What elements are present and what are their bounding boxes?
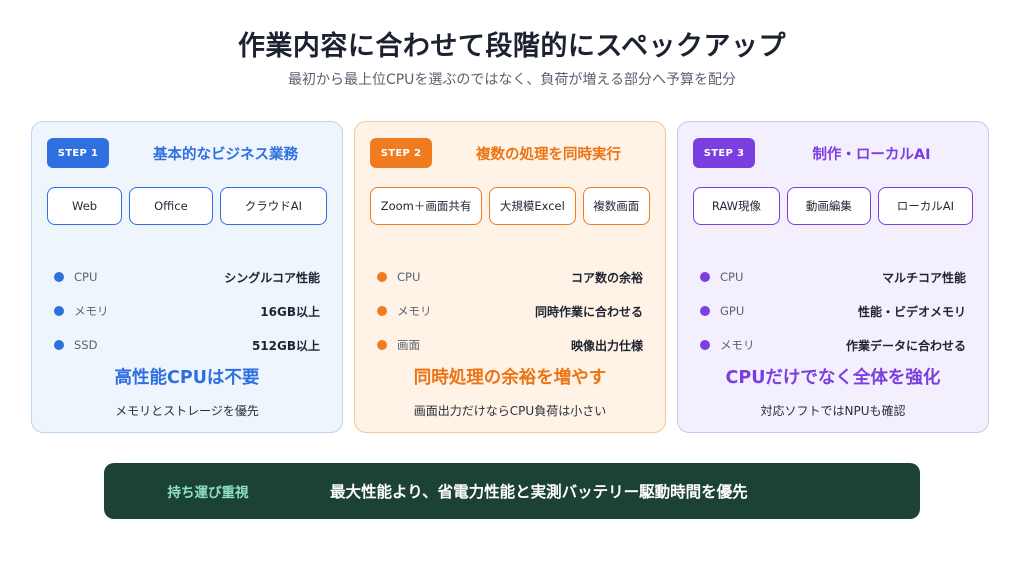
spec-value: 16GB以上 — [260, 304, 320, 319]
card-note: メモリとストレージを優先 — [115, 404, 259, 418]
card-note: 画面出力だけならCPU負荷は小さい — [413, 404, 607, 418]
spec-value: シングルコア性能 — [224, 270, 320, 285]
spec-label: SSD — [74, 338, 98, 352]
use-case-chip: 大規模Excel — [489, 187, 576, 225]
bullet-dot-icon — [54, 340, 64, 350]
use-case-chip: Zoom＋画面共有 — [370, 187, 483, 225]
step-card-1: STEP 1 基本的なビジネス業務 Web Office クラウドAI CPU … — [31, 121, 343, 433]
page-subtitle: 最初から最上位CPUを選ぶのではなく、負荷が増える部分へ予算を配分 — [287, 72, 737, 88]
use-case-chip: 動画編集 — [787, 187, 871, 225]
spec-label: CPU — [74, 270, 98, 284]
spec-row: 画面 映像出力仕様 — [377, 328, 643, 362]
spec-value: コア数の余裕 — [570, 270, 643, 285]
use-case-chips: Zoom＋画面共有 大規模Excel 複数画面 — [370, 187, 650, 225]
card-note: 対応ソフトではNPUも確認 — [760, 404, 906, 418]
use-case-chip: Office — [129, 187, 213, 225]
card-title: 制作・ローカルAI — [812, 146, 931, 163]
bullet-dot-icon — [700, 272, 710, 282]
spec-value: マルチコア性能 — [881, 270, 966, 285]
portability-banner: 持ち運び重視 最大性能より、省電力性能と実測バッテリー駆動時間を優先 — [104, 463, 920, 519]
card-headline: 高性能CPUは不要 — [114, 368, 260, 388]
spec-label: 画面 — [397, 338, 420, 352]
bullet-dot-icon — [377, 340, 387, 350]
spec-label: メモリ — [74, 304, 109, 318]
spec-list: CPU マルチコア性能 GPU 性能・ビデオメモリ メモリ 作業データに合わせる — [700, 260, 966, 362]
bullet-dot-icon — [377, 272, 387, 282]
use-case-chip: ローカルAI — [877, 187, 973, 225]
spec-row: CPU シングルコア性能 — [54, 260, 320, 294]
spec-label: メモリ — [720, 338, 755, 352]
step-card-3: STEP 3 制作・ローカルAI RAW現像 動画編集 ローカルAI CPU マ… — [677, 121, 989, 433]
banner-text: 最大性能より、省電力性能と実測バッテリー駆動時間を優先 — [330, 483, 748, 501]
card-title: 複数の処理を同時実行 — [476, 146, 621, 163]
spec-value: 512GB以上 — [251, 338, 320, 353]
spec-label: メモリ — [397, 304, 432, 318]
step-badge: STEP 1 — [47, 138, 109, 168]
spec-list: CPU コア数の余裕 メモリ 同時作業に合わせる 画面 映像出力仕様 — [377, 260, 643, 362]
use-case-chip: Web — [47, 187, 123, 225]
use-case-chip: RAW現像 — [693, 187, 780, 225]
use-case-chip: 複数画面 — [582, 187, 650, 225]
step-badge: STEP 3 — [693, 138, 755, 168]
bullet-dot-icon — [377, 306, 387, 316]
spec-value: 映像出力仕様 — [570, 338, 643, 353]
spec-label: CPU — [720, 270, 744, 284]
step-card-2: STEP 2 複数の処理を同時実行 Zoom＋画面共有 大規模Excel 複数画… — [354, 121, 666, 433]
spec-value: 同時作業に合わせる — [534, 304, 643, 319]
card-headline: 同時処理の余裕を増やす — [413, 368, 607, 388]
spec-row: SSD 512GB以上 — [54, 328, 320, 362]
use-case-chips: Web Office クラウドAI — [47, 187, 328, 225]
card-headline: CPUだけでなく全体を強化 — [725, 368, 941, 388]
step-badge: STEP 2 — [370, 138, 432, 168]
bullet-dot-icon — [700, 340, 710, 350]
bullet-dot-icon — [54, 272, 64, 282]
spec-value: 作業データに合わせる — [845, 338, 966, 353]
bullet-dot-icon — [700, 306, 710, 316]
card-title: 基本的なビジネス業務 — [153, 146, 298, 163]
spec-row: メモリ 同時作業に合わせる — [377, 294, 643, 328]
use-case-chip: クラウドAI — [219, 187, 328, 225]
spec-row: メモリ 作業データに合わせる — [700, 328, 966, 362]
bullet-dot-icon — [54, 306, 64, 316]
spec-list: CPU シングルコア性能 メモリ 16GB以上 SSD 512GB以上 — [54, 260, 320, 362]
banner-label: 持ち運び重視 — [167, 485, 249, 501]
use-case-chips: RAW現像 動画編集 ローカルAI — [693, 187, 973, 225]
page-title: 作業内容に合わせて段階的にスペックアップ — [237, 31, 787, 62]
spec-row: CPU コア数の余裕 — [377, 260, 643, 294]
spec-row: メモリ 16GB以上 — [54, 294, 320, 328]
spec-row: GPU 性能・ビデオメモリ — [700, 294, 966, 328]
spec-label: CPU — [397, 270, 421, 284]
spec-row: CPU マルチコア性能 — [700, 260, 966, 294]
spec-label: GPU — [720, 304, 745, 318]
spec-value: 性能・ビデオメモリ — [857, 304, 966, 319]
